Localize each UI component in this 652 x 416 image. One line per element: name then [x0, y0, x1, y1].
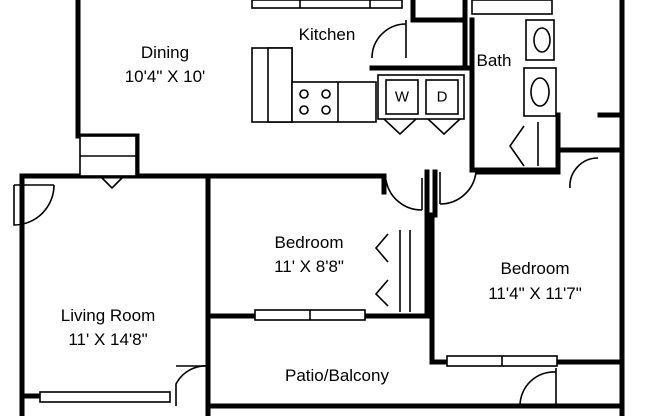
washer-label: W: [395, 89, 410, 106]
bath-label: Bath: [477, 51, 512, 70]
dining-size: 10'4" X 10': [125, 67, 206, 86]
room-labels: Kitchen Dining 10'4" X 10' Bath Bedroom …: [61, 25, 582, 385]
bedroom1-label: Bedroom: [275, 233, 344, 252]
stove-icon: [299, 89, 331, 115]
sink-icon: [523, 67, 557, 117]
bath-fixtures: [471, 0, 557, 167]
dining-label: Dining: [141, 43, 189, 62]
kitchen-label: Kitchen: [299, 25, 356, 44]
bedroom1-size: 11' X 8'8": [274, 257, 344, 276]
living-room-size: 11' X 14'8": [68, 330, 147, 349]
exterior-walls: [19, 0, 625, 416]
washer-dryer-closet: W D: [377, 74, 465, 136]
bathtub-icon: [471, 0, 553, 15]
washer-icon: [385, 79, 419, 115]
patio-label: Patio/Balcony: [285, 366, 389, 385]
window-living: [39, 391, 171, 403]
dryer-icon: [425, 79, 459, 115]
bedroom2-size: 11'4" X 11'7": [488, 284, 582, 303]
living-room-label: Living Room: [61, 306, 156, 325]
windows: [39, 309, 558, 403]
dryer-label: D: [437, 89, 448, 106]
kitchen-counters: [251, 0, 403, 123]
doors: [13, 20, 599, 407]
bedroom2-label: Bedroom: [501, 259, 570, 278]
